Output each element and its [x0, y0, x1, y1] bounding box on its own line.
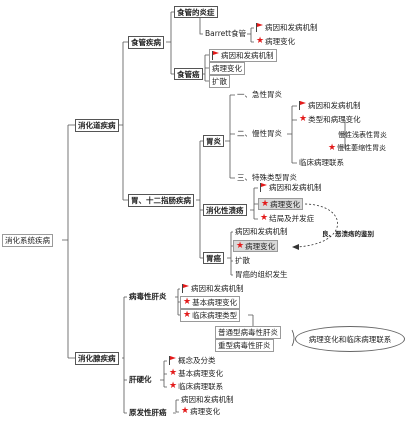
gastritis-acute[interactable]: 一、急性胃炎 [237, 90, 282, 99]
star-icon: ★ [181, 406, 190, 416]
node-gastritis[interactable]: 胃炎 [203, 135, 224, 147]
node-peptic-ulcer[interactable]: 消化性溃疡 [203, 204, 247, 216]
root-node[interactable]: 消化系统疾病 [2, 234, 53, 247]
gastritis-chronic[interactable]: 二、慢性胃炎 [237, 129, 282, 138]
node-stomach-duodenum[interactable]: 胃、十二指肠疾病 [128, 194, 194, 207]
gastric-cancer-item-spread[interactable]: 扩散 [235, 256, 250, 265]
gastric-cancer-item-pathology[interactable]: ★病理变化 [233, 240, 279, 252]
star-icon: ★ [183, 297, 192, 307]
flag-icon [169, 356, 176, 365]
chronic-item-types[interactable]: ★类型和病理变化 [299, 114, 361, 125]
star-icon: ★ [261, 198, 270, 209]
node-esophagus[interactable]: 食管疾病 [128, 36, 164, 49]
star-icon: ★ [260, 213, 269, 223]
flag-icon [182, 284, 189, 293]
flag-icon [260, 183, 267, 192]
flag-icon [299, 101, 306, 110]
ulcer-item-outcome[interactable]: ★结局及并发症 [260, 213, 315, 224]
node-cirrhosis[interactable]: 肝硬化 [129, 375, 152, 384]
ulcer-item-pathology[interactable]: ★病理变化 [258, 198, 304, 210]
star-icon: ★ [299, 114, 308, 124]
liver-cancer-item-cause[interactable]: 病因和发病机制 [181, 395, 234, 404]
hepatitis-type-ordinary[interactable]: 普通型病毒性肝炎 [215, 326, 281, 339]
node-digestive-tract[interactable]: 消化道疾病 [75, 119, 119, 132]
chronic-type-atrophic[interactable]: ★慢性萎缩性胃炎 [328, 143, 387, 153]
chronic-item-clinical[interactable]: 临床病理联系 [299, 158, 344, 167]
liver-cancer-item-pathology[interactable]: ★病理变化 [181, 406, 221, 417]
flag-icon [212, 51, 219, 60]
ulcer-differentiation-note: 良、恶溃疡的鉴别 [322, 230, 374, 238]
chronic-type-superficial[interactable]: 慢性浅表性胃炎 [338, 131, 387, 139]
hepatitis-item-types[interactable]: ★临床病理类型 [180, 309, 241, 322]
star-icon: ★ [236, 240, 245, 251]
barrett-item-pathology[interactable]: ★病理变化 [256, 36, 296, 47]
star-icon: ★ [328, 143, 337, 153]
gastric-cancer-item-cause[interactable]: 病因和发病机制 [235, 227, 288, 236]
star-icon: ★ [183, 310, 192, 320]
ulcer-item-cause[interactable]: 病因和发病机制 [258, 182, 324, 193]
esoph-cancer-item-cause[interactable]: 病因和发病机制 [209, 49, 277, 62]
star-icon: ★ [169, 381, 178, 391]
gastric-cancer-item-histogenesis[interactable]: 胃癌的组织发生 [235, 270, 288, 279]
barrett-item-cause[interactable]: 病因和发病机制 [254, 22, 320, 33]
node-gastric-cancer[interactable]: 胃癌 [203, 252, 224, 264]
node-viral-hepatitis[interactable]: 病毒性肝炎 [129, 292, 167, 301]
node-barrett[interactable]: Barrett食管 [205, 29, 247, 38]
gastritis-special[interactable]: 三、特殊类型胃炎 [237, 173, 297, 182]
star-icon: ★ [169, 368, 178, 378]
cirrhosis-item-pathology[interactable]: ★基本病理变化 [169, 368, 224, 379]
flag-icon [256, 23, 263, 32]
node-digestive-gland[interactable]: 消化腺疾病 [75, 352, 119, 365]
hepatitis-item-cause[interactable]: 病因和发病机制 [180, 283, 246, 294]
esoph-cancer-item-spread[interactable]: 扩散 [209, 75, 230, 88]
chronic-item-cause[interactable]: 病因和发病机制 [297, 100, 363, 111]
node-esophageal-cancer[interactable]: 食管癌 [174, 68, 203, 80]
esoph-cancer-item-pathology[interactable]: 病理变化 [209, 62, 245, 75]
node-liver-cancer[interactable]: 原发性肝癌 [129, 408, 167, 417]
cirrhosis-item-concept[interactable]: 概念及分类 [167, 355, 218, 366]
hepatitis-type-severe[interactable]: 重型病毒性肝炎 [215, 339, 274, 352]
star-icon: ★ [256, 36, 265, 46]
hepatitis-callout: 病理变化和临床病理联系 [295, 326, 405, 352]
hepatitis-item-pathology[interactable]: ★基本病理变化 [180, 296, 241, 309]
cirrhosis-item-clinical[interactable]: ★临床病理联系 [169, 381, 224, 392]
node-esophagitis[interactable]: 食管的炎症 [174, 6, 218, 18]
